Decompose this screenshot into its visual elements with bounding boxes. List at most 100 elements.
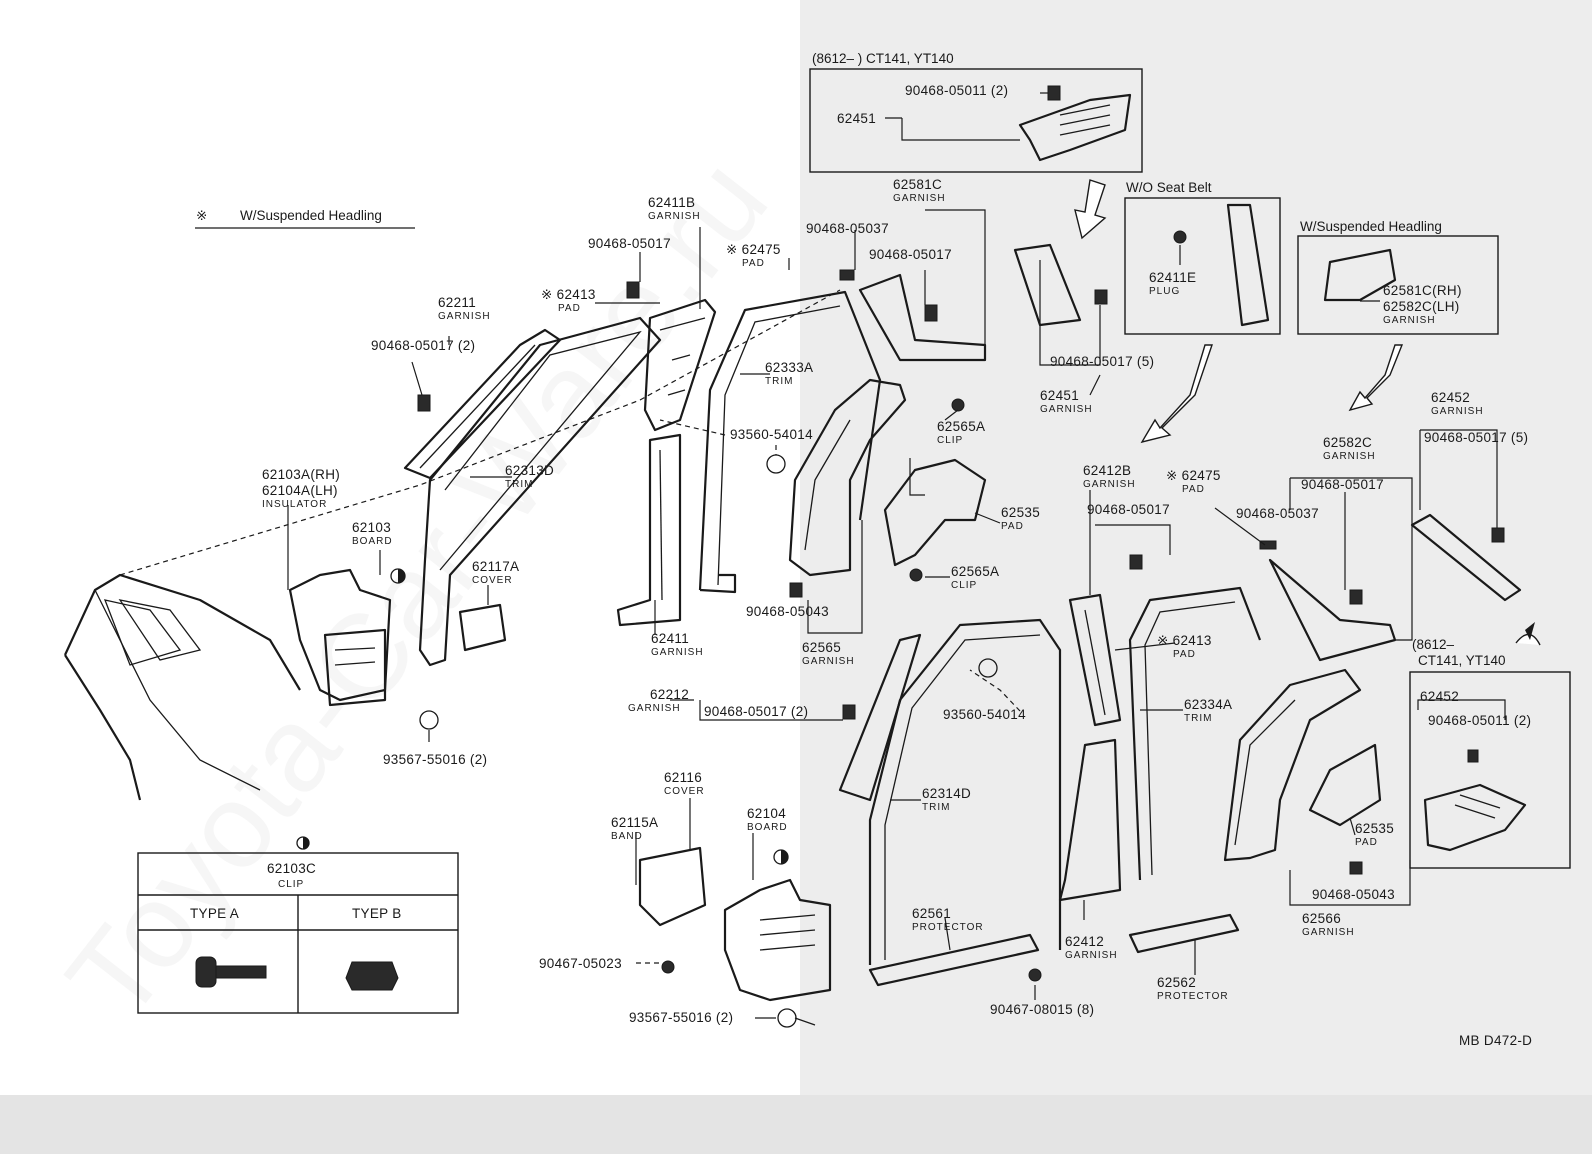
clip-table-frame: [137, 836, 459, 1014]
label-62581c-name-2: GARNISH: [1383, 315, 1436, 326]
label-62475a: ※ 62475: [726, 242, 781, 257]
label-62582c-lh: 62582C(LH): [1383, 299, 1460, 314]
part-62411b-garnish: [643, 298, 717, 432]
part-62211-garnish: [403, 328, 562, 480]
label-90468-05011a: 90468-05011 (2): [905, 83, 1009, 98]
car-body-outline: [64, 289, 841, 801]
part-62452-box-shape: [1423, 783, 1527, 852]
part-62104-board: [723, 878, 832, 1002]
label-62211-name: GARNISH: [438, 311, 491, 322]
label-62475b-name: PAD: [1182, 484, 1205, 495]
label-62411e: 62411E: [1149, 270, 1197, 285]
part-62535-pad-right: [1308, 743, 1382, 827]
label-62103a-rh: 62103A(RH): [262, 467, 341, 482]
part-62334a-trim: [1128, 586, 1262, 881]
label-62452a-name: GARNISH: [1431, 406, 1484, 417]
label-62581c: 62581C: [893, 177, 943, 192]
label-62562: 62562: [1157, 975, 1197, 990]
label-62451b-name: GARNISH: [1040, 404, 1093, 415]
label-62334a: 62334A: [1184, 697, 1233, 712]
label-62561: 62561: [912, 906, 952, 921]
box-ct141-right: [1409, 671, 1571, 869]
part-62452-garnish: [1410, 513, 1522, 602]
label-62314d-name: TRIM: [922, 802, 951, 813]
label-62565: 62565: [802, 640, 842, 655]
label-62535b: 62535: [1355, 821, 1395, 836]
label-62412b-name: GARNISH: [1083, 479, 1136, 490]
box-ct141-top: [809, 68, 1143, 173]
label-90468-05043b: 90468-05043: [1312, 887, 1395, 902]
part-62117a-cover: [458, 603, 507, 652]
clip-table-name: CLIP: [278, 879, 305, 890]
label-90468-05017-5: 90468-05017 (5): [1050, 354, 1155, 369]
label-62411: 62411: [651, 631, 690, 646]
label-62452b: 62452: [1420, 689, 1460, 704]
label-93567-55016-b: 93567-55016 (2): [629, 1010, 734, 1025]
label-62475a-name: PAD: [742, 258, 765, 269]
label-62412-name: GARNISH: [1065, 950, 1118, 961]
label-62212: 62212: [650, 687, 690, 702]
label-90468-05017-c: 90468-05017: [1087, 502, 1170, 517]
part-62116-cover: [638, 846, 707, 927]
label-62103-name: BOARD: [352, 536, 393, 547]
label-62581c-name: GARNISH: [893, 193, 946, 204]
label-62104-name: BOARD: [747, 822, 788, 833]
type-a-clip-shape: [195, 956, 267, 988]
box-header-ct141-right-b: CT141, YT140: [1418, 653, 1506, 668]
label-90468-05043a: 90468-05043: [746, 604, 829, 619]
label-62475b: ※ 62475: [1166, 468, 1221, 483]
label-62413a-name: PAD: [558, 303, 581, 314]
part-62411-garnish: [616, 433, 682, 627]
box-header-wo-seat-belt: W/O Seat Belt: [1126, 180, 1212, 195]
label-62412: 62412: [1065, 934, 1105, 949]
flow-arrows: [1074, 179, 1541, 646]
part-62581c-garnish: [858, 273, 987, 362]
label-62566-name: GARNISH: [1302, 927, 1355, 938]
label-62334a-name: TRIM: [1184, 713, 1213, 724]
label-62117a-name: COVER: [472, 575, 513, 586]
clip-table-type-a: TYPE A: [190, 906, 240, 921]
label-62451b: 62451: [1040, 388, 1080, 403]
label-62115a: 62115A: [611, 815, 659, 830]
label-62565a-1-name: CLIP: [937, 435, 964, 446]
label-62211: 62211: [438, 295, 477, 310]
background-bottom-strip: [0, 1095, 1592, 1154]
label-62411b: 62411B: [648, 195, 696, 210]
label-62117a: 62117A: [472, 559, 520, 574]
box-header-ct141-right-a: (8612–: [1412, 637, 1455, 652]
label-93560-54014b: 93560-54014: [943, 707, 1026, 722]
label-62452a: 62452: [1431, 390, 1471, 405]
label-62561-name: PROTECTOR: [912, 922, 984, 933]
label-62535a-name: PAD: [1001, 521, 1024, 532]
leader-lines: [287, 92, 1506, 1026]
part-62582c-garnish: [1268, 558, 1397, 662]
label-62451a: 62451: [837, 111, 877, 126]
part-62566-garnish: [1223, 668, 1362, 862]
label-93567-55016-a: 93567-55016 (2): [383, 752, 488, 767]
box-header-ct141-top: (8612– ) CT141, YT140: [812, 51, 954, 66]
label-62565a-1: 62565A: [937, 419, 986, 434]
part-62412-garnish: [1058, 738, 1122, 902]
part-62451-garnish: [1013, 243, 1082, 327]
label-62333a: 62333A: [765, 360, 814, 375]
label-90468-05017-5b: 90468-05017 (5): [1424, 430, 1529, 445]
label-90468-05011b: 90468-05011 (2): [1428, 713, 1532, 728]
clip-table-type-b: TYEP B: [352, 906, 402, 921]
label-62115a-name: BAND: [611, 831, 643, 842]
label-90468-05017-a: 90468-05017: [588, 236, 671, 251]
clip-markers: [417, 85, 1505, 982]
clip-table-part: 62103C: [267, 861, 317, 876]
label-62333a-name: TRIM: [765, 376, 794, 387]
label-62565-name: GARNISH: [802, 656, 855, 667]
diagram-code: MB D472-D: [1459, 1033, 1533, 1048]
label-62313d: 62313D: [505, 463, 555, 478]
legend-text: W/Suspended Headling: [240, 208, 382, 223]
part-62212-garnish: [838, 633, 922, 802]
label-62565a-2: 62565A: [951, 564, 1000, 579]
type-b-clip-shape: [345, 961, 399, 991]
label-62566: 62566: [1302, 911, 1342, 926]
box-wo-seat-belt: [1124, 197, 1281, 335]
label-93560-54014a: 93560-54014: [730, 427, 813, 442]
part-62562-protector: [1128, 913, 1240, 954]
